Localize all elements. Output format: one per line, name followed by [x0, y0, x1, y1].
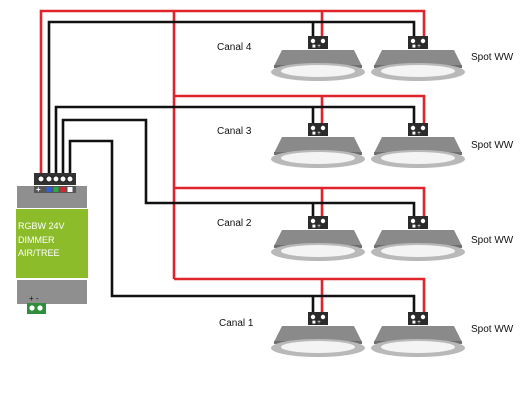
spot-lights: ■ + ■ + ■ + ■ + ■ + ■ + ■ + ■ +	[271, 36, 465, 357]
spot-terminal-screw	[310, 125, 316, 131]
dimmer-terminal-screw	[59, 175, 67, 183]
spot-light: ■ +	[271, 312, 365, 357]
spot-terminal-marker: ■ +	[312, 131, 321, 137]
dimmer-terminal-screw	[66, 175, 74, 183]
spot-terminal-screw	[320, 314, 326, 320]
channel-label: Canal 4	[217, 42, 252, 53]
spot-housing	[374, 230, 462, 246]
spot-lens	[381, 65, 455, 77]
spot-terminal-screw	[310, 218, 316, 224]
spot-housing	[274, 50, 362, 66]
dimmer-channel-color-dot	[60, 187, 66, 192]
spot-terminal-screw	[320, 38, 326, 44]
spot-lens	[381, 245, 455, 257]
spot-label: Spot WW	[471, 324, 514, 335]
positive-bus-wire	[39, 9, 426, 182]
spot-terminal-marker: ■ +	[312, 224, 321, 230]
spot-light: ■ +	[371, 216, 465, 261]
spot-terminal-screw	[320, 125, 326, 131]
spot-lens	[281, 341, 355, 353]
dimmer-bottom-case	[17, 280, 87, 304]
dimmer-channel-color-dot	[67, 187, 73, 192]
channel-label: Canal 2	[217, 218, 252, 229]
spot-lens	[281, 245, 355, 257]
negative-wire-canal-1	[68, 139, 416, 312]
dimmer-input-terminal	[27, 303, 46, 314]
spot-housing	[274, 326, 362, 342]
spot-housing	[374, 50, 462, 66]
spot-terminal-screw	[410, 314, 416, 320]
dimmer-terminal-screw	[45, 175, 53, 183]
dimmer-input-polarity: + -	[29, 294, 39, 303]
spot-housing	[374, 137, 462, 153]
spot-terminal-screw	[420, 125, 426, 131]
wires	[39, 9, 426, 312]
channel-label: Canal 3	[217, 126, 252, 137]
channel-label: Canal 1	[219, 318, 254, 329]
dimmer-channel-colors	[46, 187, 73, 192]
spot-lens	[281, 152, 355, 164]
spot-terminal-screw	[310, 38, 316, 44]
spot-lens	[381, 341, 455, 353]
spot-label: Spot WW	[471, 235, 514, 246]
dimmer-module: + RGBW 24V DIMMER AIR/TREE + -	[16, 173, 88, 314]
spot-terminal-marker: ■ +	[312, 320, 321, 326]
positive-branch-canal-3	[174, 94, 426, 123]
spot-light: ■ +	[371, 123, 465, 168]
dimmer-label-panel	[16, 209, 88, 278]
spot-terminal-screw	[410, 125, 416, 131]
spot-terminal-screw	[420, 218, 426, 224]
dimmer-label-line-1: RGBW 24V	[18, 221, 65, 231]
spot-label: Spot WW	[471, 140, 514, 151]
spot-terminal-marker: ■ +	[412, 224, 421, 230]
spot-terminal-screw	[420, 314, 426, 320]
spot-label: Spot WW	[471, 52, 514, 63]
spot-light: ■ +	[371, 36, 465, 81]
dimmer-label-line-3: AIR/TREE	[18, 248, 60, 258]
dimmer-terminal-screw	[37, 175, 45, 183]
negative-wire-canal-3	[54, 105, 416, 182]
input-terminal-screw	[37, 305, 43, 311]
spot-terminal-screw	[410, 38, 416, 44]
spot-terminal-marker: ■ +	[412, 320, 421, 326]
input-terminal-screw	[29, 305, 35, 311]
spot-light: ■ +	[371, 312, 465, 357]
spot-terminal-screw	[310, 314, 316, 320]
spot-light: ■ +	[271, 36, 365, 81]
spot-housing	[274, 137, 362, 153]
spot-terminal-marker: ■ +	[312, 44, 321, 50]
dimmer-channel-color-dot	[53, 187, 59, 192]
spot-terminal-marker: ■ +	[412, 131, 421, 137]
spot-housing	[374, 326, 462, 342]
spot-terminal-marker: ■ +	[412, 44, 421, 50]
spot-terminal-screw	[410, 218, 416, 224]
spot-housing	[274, 230, 362, 246]
spot-lens	[281, 65, 355, 77]
dimmer-channel-color-dot	[46, 187, 52, 192]
spot-lens	[381, 152, 455, 164]
spot-light: ■ +	[271, 216, 365, 261]
negative-wire-canal-2	[61, 118, 416, 216]
negative-wire-canal-4	[47, 20, 416, 182]
dimmer-terminal-screw	[52, 175, 60, 183]
spot-terminal-screw	[320, 218, 326, 224]
dimmer-output-polarity: +	[36, 185, 41, 194]
dimmer-label-line-2: DIMMER	[18, 235, 55, 245]
dimmer-output-terminals	[37, 175, 74, 183]
spot-terminal-screw	[420, 38, 426, 44]
spot-light: ■ +	[271, 123, 365, 168]
